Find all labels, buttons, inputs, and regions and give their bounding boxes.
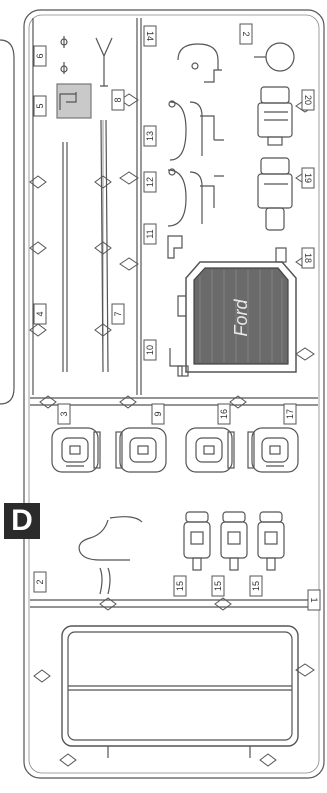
part-rod-left [62, 142, 68, 372]
tag-9: 9 [151, 403, 165, 425]
part-rod-center [100, 119, 109, 373]
grille-vertical-bars [199, 270, 283, 362]
part-number: 19 [303, 173, 313, 183]
part-number: 13 [145, 131, 155, 141]
part-number: 1 [309, 597, 319, 602]
part-headlamp-3 [51, 427, 101, 473]
part-number: 16 [219, 409, 229, 419]
tag-15a: 15 [173, 575, 187, 597]
tag-2-lower: 2 [33, 571, 47, 593]
part-headlamp-17 [247, 427, 299, 473]
part-number: 2 [241, 31, 251, 36]
part-number: 8 [113, 97, 123, 102]
part-u-bracket-upper [169, 101, 224, 161]
tag-7: 7 [111, 303, 125, 325]
part-number: 12 [145, 177, 155, 187]
part-bracket-highlight [56, 83, 92, 119]
part-post [169, 348, 183, 376]
part-lamp-lower [257, 157, 293, 231]
part-hook [78, 516, 143, 561]
part-small-lamp-3 [257, 511, 285, 571]
part-number: 18 [303, 253, 313, 263]
sprue-gates [29, 93, 315, 767]
sprue-frame-outer [23, 9, 325, 779]
part-number: 6 [35, 53, 45, 58]
tag-5: 5 [33, 95, 47, 117]
tag-1: 1 [307, 589, 321, 611]
part-radiator-grille [193, 267, 289, 365]
tag-2: 2 [239, 23, 253, 45]
part-number: 7 [113, 311, 123, 316]
radiator-cap [275, 247, 287, 263]
part-knob [265, 42, 295, 72]
part-number: 15 [213, 581, 223, 591]
tag-8: 8 [111, 89, 125, 111]
part-number: 9 [153, 411, 163, 416]
part-small-pins [60, 36, 68, 74]
tag-19: 19 [301, 167, 315, 189]
part-number: 4 [35, 311, 45, 316]
part-small-lamp-1 [183, 511, 211, 571]
part-number: 5 [35, 103, 45, 108]
tag-20: 20 [301, 89, 315, 111]
part-u-bracket-lower [167, 169, 224, 227]
tag-12: 12 [143, 171, 157, 193]
tag-17: 17 [283, 403, 297, 425]
part-number: 2 [35, 579, 45, 584]
tag-15c: 15 [249, 575, 263, 597]
part-number: 11 [145, 229, 155, 238]
tag-6: 6 [33, 45, 47, 67]
part-number: 15 [251, 581, 261, 591]
part-number: 20 [303, 95, 313, 105]
tag-14: 14 [143, 25, 157, 47]
part-number: 17 [285, 409, 295, 419]
part-lamp-upper [257, 86, 293, 146]
adjacent-frame-edge [0, 39, 15, 405]
sprue-frame-inner [28, 14, 320, 774]
part-windshield-pins [107, 746, 251, 758]
tag-11: 11 [143, 223, 157, 245]
part-windshield-frame-outer [61, 625, 299, 747]
tag-10: 10 [143, 339, 157, 361]
part-hook-stem [99, 567, 111, 595]
part-handle-knob [191, 62, 199, 70]
part-number-tags: 6 5 8 14 2 20 13 19 12 11 18 4 7 10 3 9 … [33, 23, 321, 611]
part-wiper-clip [95, 37, 113, 87]
part-bracket [59, 92, 77, 110]
sprue-letter-badge: D [4, 503, 40, 539]
part-u-bracket-lower-pin [168, 168, 176, 176]
tag-15b: 15 [211, 575, 225, 597]
tag-16: 16 [217, 403, 231, 425]
radiator-side-mount [177, 295, 186, 317]
part-post-base [177, 365, 189, 377]
part-number: 3 [59, 411, 69, 416]
part-number: 14 [145, 31, 155, 41]
part-headlamp-9 [115, 427, 167, 473]
part-headlamp-16 [185, 427, 235, 473]
part-small-lamp-2 [220, 511, 248, 571]
tag-4: 4 [33, 303, 47, 325]
tag-3: 3 [57, 403, 71, 425]
part-bent-handle [177, 43, 222, 83]
part-number: 10 [145, 345, 155, 355]
grille-logo: Ford [231, 299, 251, 337]
part-u-bracket-upper-pin [168, 100, 176, 108]
part-l-bracket [167, 235, 183, 259]
tag-18: 18 [301, 247, 315, 269]
part-number: 15 [175, 581, 185, 591]
tag-13: 13 [143, 125, 157, 147]
